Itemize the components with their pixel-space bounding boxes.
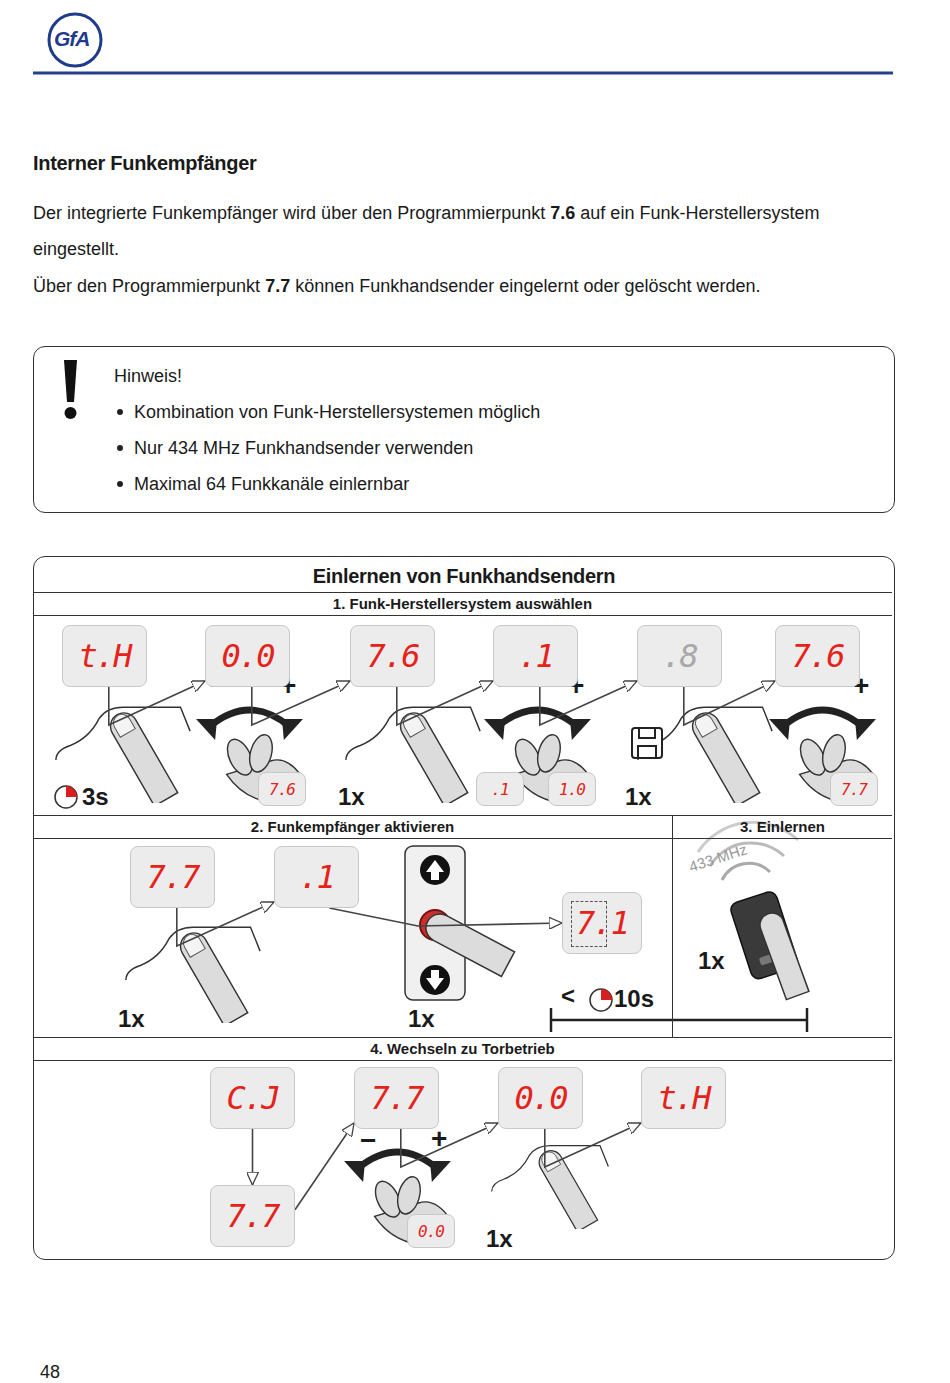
display: 7.6 — [775, 625, 860, 687]
note-bullet: Kombination von Funk-Herstellersystemen … — [134, 401, 540, 423]
display-value: 7.7 — [147, 858, 199, 896]
section-heading: 3. Einlernen — [673, 816, 892, 839]
display: .1 — [274, 846, 359, 908]
flow-arrow — [252, 1129, 254, 1185]
less-than-sign: < — [561, 982, 575, 1010]
page-title: Interner Funkempfänger — [33, 152, 256, 175]
small-display: .1 — [476, 772, 524, 806]
display-value: 0.0 — [222, 637, 274, 675]
press-count: 1x — [338, 783, 365, 811]
display: t.H — [62, 625, 147, 687]
logo — [49, 14, 101, 66]
display-value: 7.7 — [227, 1197, 279, 1235]
display: 0.0 — [205, 625, 290, 687]
intro-paragraph: Über den Programmierpunkt7.7können Funkh… — [33, 268, 893, 304]
step-section: 2. Funkempfänger aktivieren 7.7 .1 7.1 — [33, 815, 672, 1037]
display-value: .1 — [491, 780, 508, 799]
procedure-panel: Einlernen von Funkhandsendern 1. Funk-Her… — [33, 556, 895, 1260]
duration: 3s — [82, 783, 109, 811]
intro-paragraph: Der integrierte Funkempfänger wird über … — [33, 195, 893, 267]
frequency-label: 433 MHz — [687, 840, 749, 875]
display-value: 1.0 — [559, 780, 585, 799]
save-icon — [632, 728, 662, 758]
display-value: .1 — [299, 858, 334, 896]
display: 7.6 — [350, 625, 435, 687]
small-display: 0.0 — [407, 1214, 455, 1248]
press-count: 1x — [118, 1005, 145, 1033]
paragraph-text: 7.7 — [265, 276, 290, 296]
page-number: 48 — [40, 1362, 60, 1383]
display-value: 7.6 — [269, 780, 295, 799]
flow-arrow — [540, 681, 637, 725]
duration: 10s — [614, 985, 654, 1013]
display-value: 7.6 — [367, 637, 419, 675]
paragraph-text: Über den Programmierpunkt — [33, 276, 260, 296]
display: .8 — [637, 625, 722, 687]
flow-arrow — [329, 908, 562, 926]
note-heading: Hinweis! — [114, 365, 182, 387]
display: t.H — [641, 1067, 726, 1129]
note-bullet: Maximal 64 Funkkanäle einlernbar — [134, 473, 409, 495]
flow-arrow — [177, 902, 274, 946]
display-value: t.H — [658, 1079, 710, 1117]
display: 7.7 — [130, 846, 215, 908]
exclamation-mark — [64, 360, 77, 419]
display: 7.1 — [562, 892, 642, 954]
button-panel — [405, 846, 515, 1000]
paragraph-text: können Funkhandsender eingelernt oder ge… — [295, 276, 760, 296]
flow-arrow — [684, 681, 775, 725]
display-value: .8 — [662, 637, 697, 675]
display: 7.7 — [210, 1185, 295, 1247]
hand-rotary — [196, 710, 876, 1245]
flow-arrow — [295, 1123, 354, 1210]
press-count: 1x — [408, 1005, 435, 1033]
step-section: 4. Wechseln zu TorbetriebC.J 7.7 0.0 t.H 7.7… — [33, 1037, 892, 1258]
press-count: 1x — [486, 1225, 513, 1253]
section-heading: 2. Funkempfänger aktivieren — [33, 816, 672, 839]
press-count: 1x — [625, 783, 652, 811]
display-value: C.J — [227, 1079, 279, 1117]
flow-arrow — [401, 1123, 498, 1167]
flow-arrow — [252, 681, 350, 725]
step-section: 1. Funk-Herstellersystem auswählen t.H 0.0… — [33, 592, 892, 815]
display: 7.7 — [354, 1067, 439, 1129]
display-value: t.H — [79, 637, 131, 675]
display: 0.0 — [498, 1067, 583, 1129]
display-value: 7.7 — [841, 780, 867, 799]
display-value: 7.7 — [371, 1079, 423, 1117]
display-value: 7.1 — [576, 904, 628, 942]
plus-sign: + — [431, 1125, 447, 1153]
display-value: 0.0 — [515, 1079, 567, 1117]
step-section: 3. Einlernen — [672, 815, 892, 1037]
small-display: 1.0 — [548, 772, 596, 806]
time-bracket — [550, 1008, 808, 1032]
note-box: Hinweis! Kombination von Funk-Herstellers… — [33, 346, 895, 513]
paragraph-text: Der integrierte Funkempfänger wird über … — [33, 203, 545, 223]
header-rule — [33, 72, 893, 75]
press-count: 1x — [698, 947, 725, 975]
display-value: 0.0 — [418, 1222, 444, 1241]
section-heading: 1. Funk-Herstellersystem auswählen — [33, 593, 892, 616]
display-value: .1 — [518, 637, 553, 675]
section-heading: 4. Wechseln zu Torbetrieb — [33, 1038, 892, 1061]
logo-text: GfA — [54, 27, 90, 51]
display: .1 — [493, 625, 578, 687]
minus-sign: − — [360, 1127, 376, 1155]
small-display: 7.7 — [830, 772, 878, 806]
small-display: 7.6 — [258, 772, 306, 806]
panel-title: Einlernen von Funkhandsendern — [34, 557, 894, 587]
flow-arrow — [109, 681, 205, 725]
flow-arrow — [545, 1123, 641, 1167]
display-value: 7.6 — [792, 637, 844, 675]
display: C.J — [210, 1067, 295, 1129]
note-bullet: Nur 434 MHz Funkhandsender verwenden — [134, 437, 473, 459]
flow-arrow — [397, 681, 493, 725]
paragraph-text: 7.6 — [550, 203, 575, 223]
